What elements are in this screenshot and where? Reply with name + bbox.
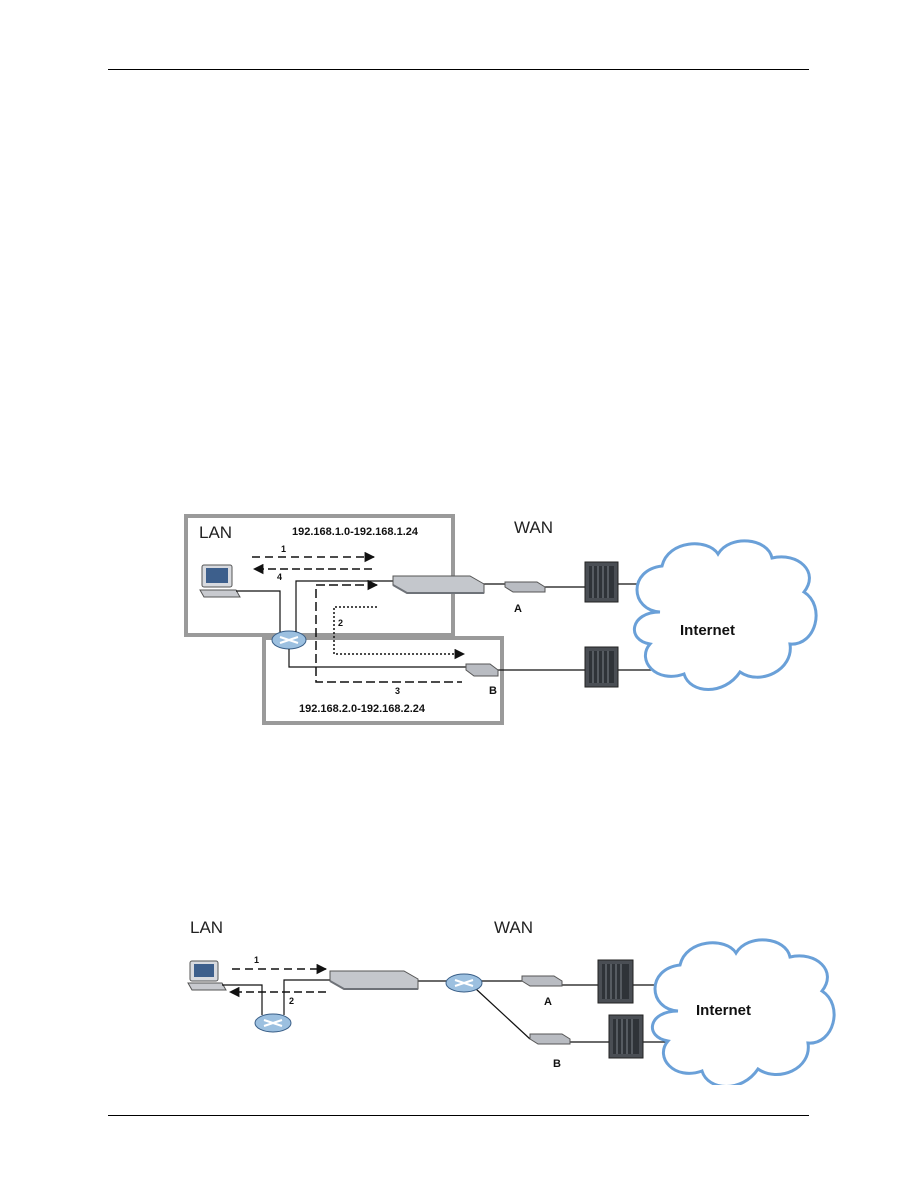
firewall-device-icon <box>392 575 485 594</box>
wires <box>236 580 655 671</box>
lan-router-icon <box>254 1013 292 1033</box>
modem-b-icon <box>529 1033 571 1045</box>
lan-label: LAN <box>190 918 223 937</box>
server-icon-bottom <box>608 1014 644 1059</box>
flow-label-1: 1 <box>254 955 259 965</box>
lan-subnet-label: 192.168.1.0-192.168.1.24 <box>292 526 419 538</box>
computer-icon <box>199 564 241 598</box>
device-b-label: B <box>489 685 497 697</box>
firewall-device-icon <box>329 970 419 990</box>
flow-path-3 <box>315 579 462 683</box>
internet-label: Internet <box>680 622 735 639</box>
flow-label-1: 1 <box>281 544 286 554</box>
internet-cloud-icon <box>633 539 818 691</box>
diagram-routing-two-subnets: LAN WAN 192.168.1.0-192.168.1.24 192.168… <box>184 514 818 725</box>
computer-icon <box>187 960 227 991</box>
wan-router-icon <box>445 973 483 993</box>
diagram-routing-two-modems: LAN WAN 1 2 A <box>187 918 836 1085</box>
router-icon <box>271 630 307 650</box>
wan-subnet-label: 192.168.2.0-192.168.2.24 <box>299 703 426 715</box>
internet-cloud-icon <box>650 938 836 1085</box>
modem-a-icon <box>521 975 563 987</box>
flow-label-3: 3 <box>395 686 400 696</box>
modem-a-icon <box>504 581 546 593</box>
flow-label-4: 4 <box>277 572 282 582</box>
server-icon-bottom <box>584 646 619 688</box>
footer-rule <box>108 1115 809 1116</box>
device-b-label: B <box>553 1058 561 1070</box>
server-icon-top <box>597 959 634 1004</box>
device-a-label: A <box>514 603 522 615</box>
server-icon-top <box>584 561 619 603</box>
wan-zone-box <box>262 636 504 725</box>
wan-label: WAN <box>514 518 553 537</box>
lan-label: LAN <box>199 523 232 542</box>
internet-label: Internet <box>696 1002 751 1019</box>
header-rule <box>108 69 809 70</box>
flow-label-2: 2 <box>289 996 294 1006</box>
modem-b-icon <box>465 663 499 677</box>
flow-path-2 <box>333 606 466 660</box>
flow-label-2: 2 <box>338 618 343 628</box>
device-a-label: A <box>544 996 552 1008</box>
wan-label: WAN <box>494 918 533 937</box>
